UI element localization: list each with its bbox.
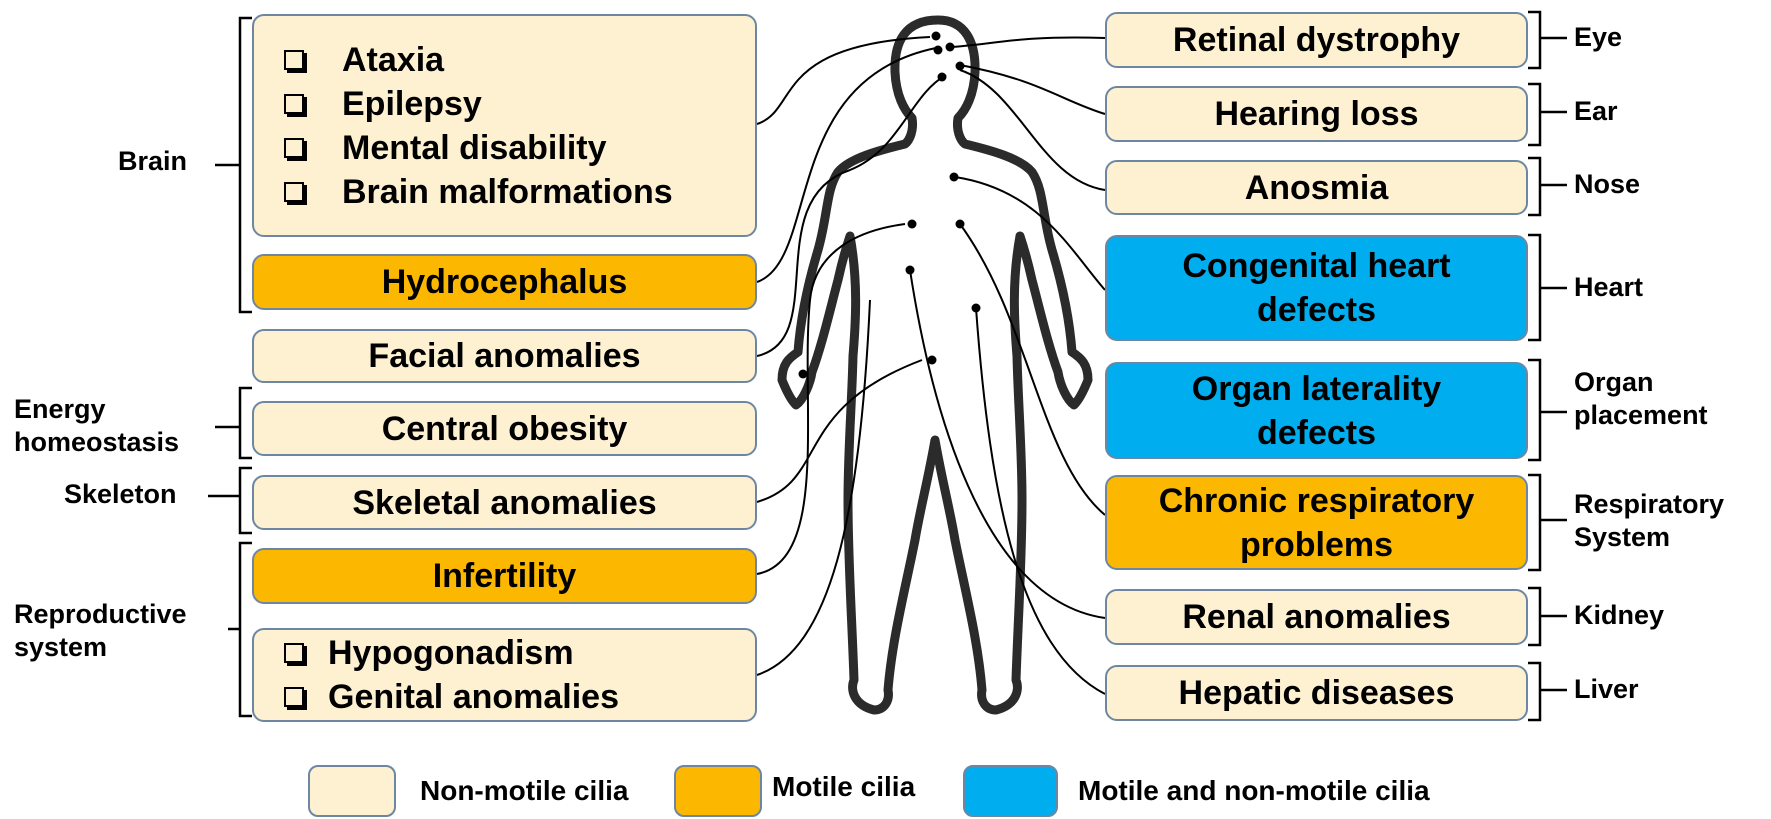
list-item: Genital anomalies [284,675,619,719]
chronic-respiratory-problems-box: Chronic respiratory problems [1105,475,1528,570]
label-nose: Nose [1574,168,1640,201]
bracket-nose [1528,158,1567,215]
label-respiratory-system: Respiratory System [1574,488,1724,554]
bracket-resp [1528,475,1567,570]
list-item: Brain malformations [284,170,673,214]
anosmia-box: Anosmia [1105,160,1528,215]
bracket-heart [1528,235,1567,340]
congenital-heart-defects-box: Congenital heart defects [1105,235,1528,341]
checkbox-icon [284,687,304,707]
list-item: Ataxia [284,38,444,82]
connector-hearing [960,65,1105,114]
legend-label-non-motile: Non-motile cilia [420,775,628,807]
bracket-kidney [1528,588,1567,645]
checkbox-icon [284,50,304,70]
checkbox-icon [284,182,304,202]
legend-swatch-non-motile [308,765,396,817]
checkbox-icon [284,643,304,663]
label-skeleton: Skeleton [64,478,177,511]
label-ear: Ear [1574,95,1618,128]
legend-label-motile: Motile cilia [772,771,915,803]
label-brain: Brain [118,145,187,178]
label-liver: Liver [1574,673,1639,706]
bracket-skeleton [208,468,252,533]
label-kidney: Kidney [1574,599,1664,632]
legend-swatch-both [963,765,1058,817]
list-item: Epilepsy [284,82,482,126]
bracket-energy [215,388,252,458]
infertility-box: Infertility [252,548,757,604]
hepatic-diseases-box: Hepatic diseases [1105,665,1528,721]
right-brackets [1528,12,1567,720]
legend-label-both: Motile and non-motile cilia [1078,775,1430,807]
checkbox-icon [284,138,304,158]
label-energy-homeostasis: Energy homeostasis [14,393,179,459]
bracket-eye [1528,12,1567,68]
renal-anomalies-box: Renal anomalies [1105,589,1528,645]
legend-swatch-motile [674,765,762,817]
bracket-organ [1528,360,1567,460]
connector-infertility [757,224,905,574]
checkbox-icon [284,94,304,114]
central-obesity-box: Central obesity [252,401,757,456]
organ-laterality-defects-box: Organ laterality defects [1105,362,1528,459]
label-eye: Eye [1574,21,1622,54]
list-item: Mental disability [284,126,607,170]
bracket-repro [228,543,252,716]
label-organ-placement: Organ placement [1574,366,1708,432]
facial-anomalies-box: Facial anomalies [252,329,757,383]
bracket-brain [215,18,252,312]
human-body-outline [782,20,1088,710]
brain-symptom-list-box: Ataxia Epilepsy Mental disability Brain … [252,14,757,237]
left-brackets [208,18,252,716]
hearing-loss-box: Hearing loss [1105,86,1528,142]
reproductive-symptom-list-box: Hypogonadism Genital anomalies [252,628,757,722]
skeletal-anomalies-box: Skeletal anomalies [252,475,757,530]
bracket-ear [1528,84,1567,145]
hydrocephalus-box: Hydrocephalus [252,254,757,310]
label-heart: Heart [1574,271,1643,304]
label-reproductive-system: Reproductive system [14,598,187,664]
bracket-liver [1528,663,1567,720]
list-item: Hypogonadism [284,631,574,675]
retinal-dystrophy-box: Retinal dystrophy [1105,12,1528,68]
